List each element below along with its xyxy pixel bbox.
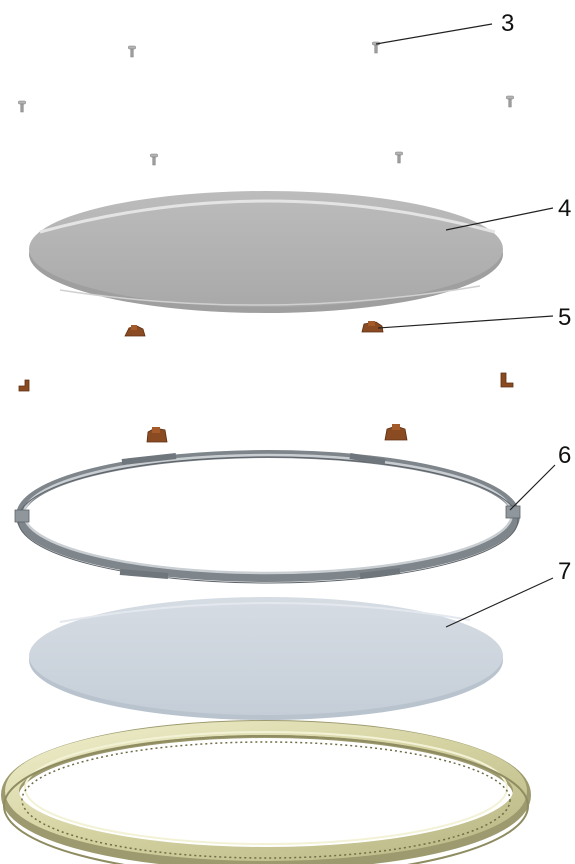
clip — [361, 321, 384, 333]
clip — [500, 372, 514, 388]
callout-label-6: 6 — [558, 442, 571, 469]
callout-label-7: 7 — [558, 558, 571, 585]
leader-line-7 — [445, 577, 554, 628]
clip — [146, 427, 168, 443]
callout-label-3: 3 — [501, 10, 514, 37]
screw — [150, 153, 158, 166]
screw — [395, 151, 403, 164]
leader-lines — [375, 23, 556, 628]
clip — [18, 379, 30, 392]
leader-line-3 — [375, 23, 493, 45]
gasket-ring — [1, 720, 531, 864]
leader-line-6 — [509, 464, 556, 511]
leader-line-5 — [377, 315, 554, 329]
clip-group — [18, 321, 514, 443]
screw — [18, 100, 26, 113]
glass-disc — [29, 597, 503, 720]
clip — [384, 424, 408, 441]
leader-line-4 — [445, 207, 554, 231]
callout-label-5: 5 — [558, 304, 571, 331]
clip — [124, 325, 146, 337]
screw — [128, 45, 136, 58]
screw — [506, 95, 514, 108]
screw-group — [18, 41, 514, 166]
metal-ring — [14, 450, 521, 584]
callout-label-4: 4 — [558, 195, 571, 222]
top-disc — [29, 191, 503, 313]
callout-labels: 3 4 5 6 7 — [501, 10, 571, 585]
